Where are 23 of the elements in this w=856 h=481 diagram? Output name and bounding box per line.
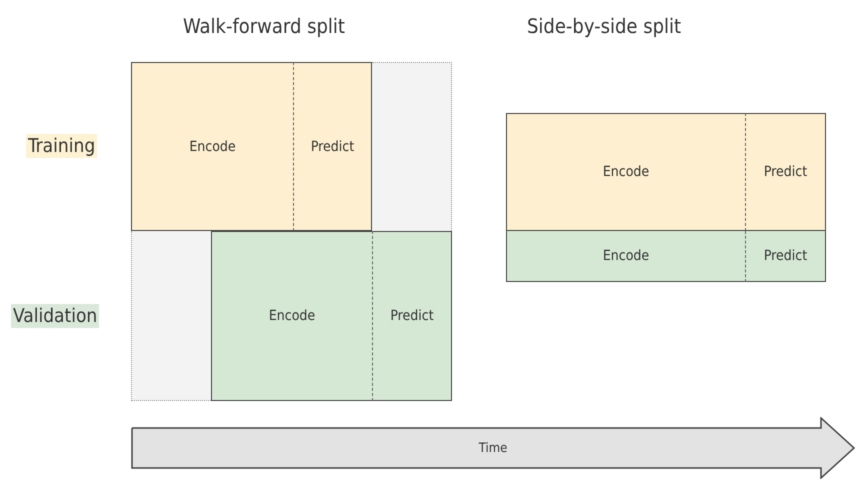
segment-label: Encode: [602, 164, 650, 180]
encode-segment: [506, 231, 745, 282]
predict-segment: [745, 231, 826, 282]
segment-label: Predict: [310, 138, 354, 154]
time-arrow: [131, 417, 855, 479]
section-heading: Walk-forward split: [183, 14, 345, 38]
segment-label: Time: [478, 440, 508, 456]
predict-segment: [372, 231, 452, 401]
segment-label: Encode: [189, 138, 236, 154]
segment-label: Encode: [602, 248, 650, 264]
encode-segment: [131, 62, 293, 231]
predict-segment: [745, 113, 826, 231]
row-label: Validation: [11, 304, 100, 328]
empty-window: [131, 231, 211, 401]
predict-segment: [293, 62, 372, 231]
encode-segment: [506, 113, 745, 231]
segment-label: Predict: [764, 248, 808, 264]
encode-segment: [211, 231, 372, 401]
segment-label: Predict: [390, 308, 434, 324]
segment-label: Encode: [268, 308, 316, 324]
segment-label: Predict: [764, 164, 808, 180]
section-heading: Side-by-side split: [527, 14, 682, 38]
row-label: Training: [26, 134, 98, 158]
